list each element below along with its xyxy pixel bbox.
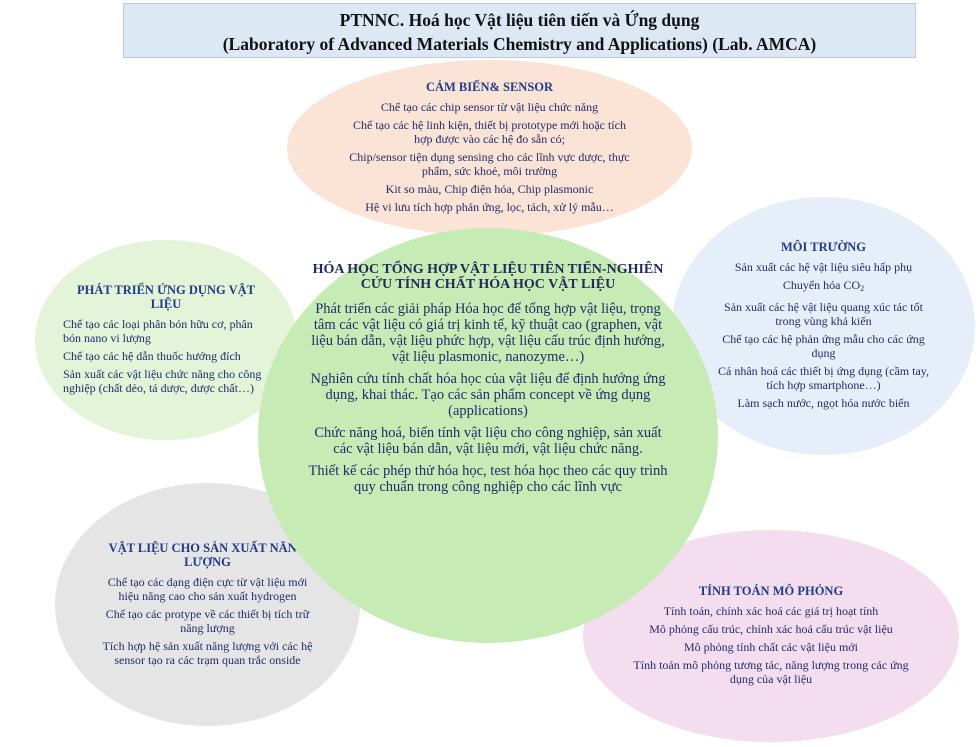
core-heading: HÓA HỌC TỔNG HỢP VẬT LIỆU TIÊN TIẾN-NGHI… [312,262,664,292]
sensor-item: Kit so màu, Chip điện hóa, Chip plasmoni… [385,182,594,196]
environment-item: Cá nhân hoá các thiết bị ứng dụng (cầm t… [718,364,929,392]
environment-item: Sản xuất các hệ vật liệu siêu hấp phụ [734,260,913,274]
energy-item: Chế tạo các protype về các thiết bị tích… [105,606,310,635]
development-item: Chế tạo các hệ dẫn thuốc hướng đích [63,349,241,363]
sensor-item: Chip/sensor tiện dụng sensing cho các lĩ… [349,150,630,178]
environment-item: Sản xuất các hệ vật liệu quang xúc tác t… [724,300,923,328]
sensor-heading: CẢM BIẾN& SENSOR [425,80,554,94]
energy-item: Tích hợp hệ sản xuất năng lượng với các … [102,638,313,667]
page-title: PTNNC. Hoá học Vật liệu tiên tiến và Ứng… [123,3,916,58]
co2-subscript: 2 [860,284,865,293]
development-heading: PHÁT TRIỂN ỨNG DỤNG VẬT LIỆU [76,283,256,311]
energy-item: Chế tạo các dạng điện cực từ vật liệu mớ… [107,574,308,603]
environment-item: Làm sạch nước, ngọt hóa nước biển [737,396,910,410]
core-item: Thiết kế các phép thử hóa học, test hóa … [308,463,668,495]
environment-heading: MÔI TRƯỜNG [780,240,867,254]
energy-heading: VẬT LIỆU CHO SẢN XUẤT NĂNG LƯỢNG [108,540,307,569]
co2-text: Chuyển hóa CO [782,278,861,292]
core-item: Chức năng hoá, biến tính vật liệu cho cô… [314,425,662,457]
core-bubble: HÓA HỌC TỔNG HỢP VẬT LIỆU TIÊN TIẾN-NGHI… [258,228,718,643]
development-bubble: PHÁT TRIỂN ỨNG DỤNG VẬT LIỆU Chế tạo các… [35,240,297,440]
sensor-item: Chế tạo các chip sensor từ vật liệu chức… [380,100,599,114]
core-item: Phát triển các giải pháp Hóa học để tổng… [311,301,665,365]
sensor-item: Chế tạo các hệ linh kiện, thiết bị proto… [353,118,626,146]
simulation-item: Tính toán mô phỏng tương tác, năng lượng… [633,658,909,686]
simulation-heading: TÍNH TOÁN MÔ PHỎNG [698,584,844,598]
title-line-english: (Laboratory of Advanced Materials Chemis… [222,34,817,54]
simulation-item: Mô phỏng cấu trúc, chính xác hoá cấu trú… [649,622,893,636]
environment-item-co2: Chuyển hóa CO2 [783,278,864,296]
simulation-item: Mô phỏng tính chất các vật liệu mới [684,640,858,654]
simulation-item: Tính toán, chính xác hoá các giá trị hoạ… [663,604,879,618]
title-line-vietnamese: PTNNC. Hoá học Vật liệu tiên tiến và Ứng… [339,10,700,30]
sensor-bubble: CẢM BIẾN& SENSOR Chế tạo các chip sensor… [287,60,692,236]
environment-bubble: MÔI TRƯỜNG Sản xuất các hệ vật liệu siêu… [672,197,975,455]
sensor-item: Hệ vi lưu tích hợp phản ứng, lọc, tách, … [365,200,614,214]
development-item: Sản xuất các vật liệu chức năng cho công… [63,367,262,395]
environment-item: Chế tạo các hệ phản ứng mẫu cho các ứng … [722,332,925,360]
development-item: Chế tạo các loại phân bón hữu cơ, phân b… [63,317,253,345]
core-item: Nghiên cứu tính chất hóa học của vật liệ… [310,371,666,419]
